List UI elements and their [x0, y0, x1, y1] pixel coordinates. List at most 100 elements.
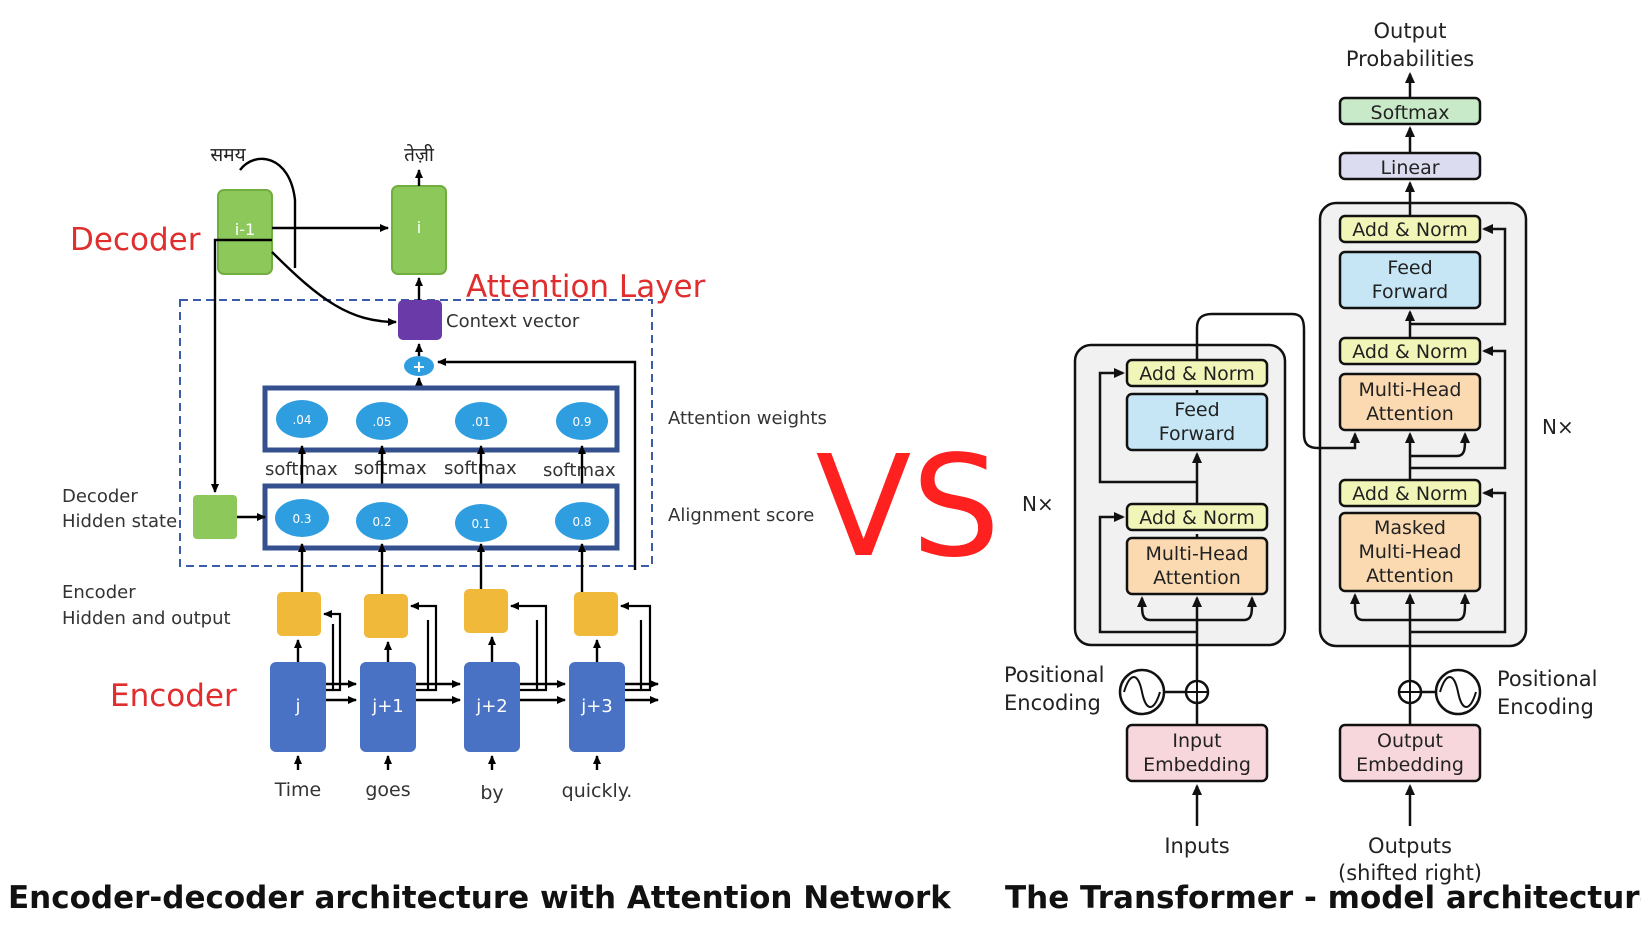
encoder-hidden-label-1: Encoder — [62, 582, 136, 603]
encoder-title: Encoder — [110, 678, 237, 714]
pos-enc-right-wave — [1439, 676, 1477, 708]
inputs-label: Inputs — [1164, 834, 1229, 858]
encoder-cell-2 — [360, 662, 416, 752]
input-embedding-label-1: Input — [1172, 730, 1221, 752]
weight-node-2 — [356, 402, 408, 440]
pos-enc-left-label-2: Encoding — [1004, 691, 1101, 715]
decoder-cell-prev — [217, 189, 273, 275]
output-probabilities-label-2: Probabilities — [1346, 47, 1474, 71]
encoder-output-1 — [277, 592, 321, 636]
encoder-add-norm-2-label: Add & Norm — [1139, 363, 1255, 385]
output-embedding-label-1: Output — [1377, 730, 1443, 752]
right-caption: The Transformer - model architecture. — [1005, 880, 1641, 916]
enc-attn-fork-left — [1137, 596, 1197, 622]
decoder-cross-attention-label-1: Multi-Head — [1359, 379, 1462, 401]
softmax-label-4: softmax — [543, 460, 616, 481]
encoder-hidden-label-2: Hidden and output — [62, 608, 231, 629]
left-caption: Encoder-decoder architecture with Attent… — [8, 880, 951, 916]
decoder-add-norm-3 — [1338, 214, 1482, 244]
weight-value-4: 0.9 — [572, 415, 591, 429]
enc-residual-2 — [1098, 368, 1197, 484]
score-value-3: 0.1 — [471, 517, 490, 531]
encoder-output-4 — [574, 592, 618, 636]
attention-layer-title: Attention Layer — [466, 269, 706, 305]
enc-residual-1 — [1098, 512, 1197, 634]
decoder-add-norm-3-label: Add & Norm — [1352, 219, 1468, 241]
decoder-cell-current-label: i — [417, 218, 421, 237]
output-probabilities-label-1: Output — [1374, 19, 1447, 43]
encoder-output-3 — [464, 589, 508, 633]
loop-enc-2 — [410, 602, 438, 692]
weight-value-3: .01 — [471, 415, 490, 429]
context-vector — [398, 300, 442, 340]
outputs-label-2: (shifted right) — [1338, 861, 1482, 885]
decoder-title: Decoder — [70, 222, 201, 258]
decoder-add-norm-2-label: Add & Norm — [1352, 341, 1468, 363]
score-node-3 — [455, 504, 507, 542]
decoder-cell-prev-label: i-1 — [235, 220, 255, 239]
dec-residual-3 — [1410, 224, 1507, 326]
weight-node-3 — [455, 402, 507, 440]
outputs-label-1: Outputs — [1368, 834, 1452, 858]
pos-enc-right-label-2: Encoding — [1497, 695, 1594, 719]
weight-node-4 — [556, 402, 608, 440]
dec-masked-fork-right — [1410, 593, 1470, 622]
pos-enc-left-wave — [1123, 676, 1161, 708]
encoder-step-1: j — [294, 696, 300, 717]
attention-network-diagram: Decoder Encoder Attention Layer i-1 i सम… — [62, 143, 827, 804]
loop-enc-3 — [510, 602, 548, 692]
decoder-hidden-label-1: Decoder — [62, 486, 138, 507]
decoder-feed-forward — [1338, 250, 1482, 310]
decoder-nx-label: N× — [1542, 415, 1574, 439]
sum-node-symbol: + — [412, 357, 425, 376]
decoder-current-output-word: तेज़ी — [404, 143, 435, 166]
score-node-4 — [555, 502, 609, 540]
input-embedding-label-2: Embedding — [1143, 754, 1251, 776]
encoder-step-2: j+1 — [371, 696, 404, 717]
transformer-diagram: Output Probabilities Softmax Linear Add … — [1004, 19, 1597, 885]
encoder-nx-label: N× — [1022, 492, 1054, 516]
attention-weights-label: Attention weights — [668, 408, 827, 429]
arrow-encoder-to-sum — [437, 358, 637, 570]
dec-residual-1 — [1410, 488, 1507, 634]
encoder-output-2 — [364, 594, 408, 638]
decoder-masked-label-3: Attention — [1366, 565, 1454, 587]
encoder-self-attention-label-1: Multi-Head — [1146, 543, 1249, 565]
decoder-hidden-label-2: Hidden state — [62, 511, 177, 532]
input-word-4: quickly. — [562, 780, 633, 802]
attention-weights-box — [262, 385, 620, 453]
pos-enc-right-label-1: Positional — [1497, 667, 1597, 691]
input-word-3: by — [480, 782, 503, 804]
dec-residual-2 — [1410, 346, 1507, 470]
softmax-layer-label: Softmax — [1371, 102, 1450, 124]
input-word-1: Time — [274, 779, 322, 801]
weight-value-1: .04 — [292, 413, 311, 427]
decoder-masked-label-1: Masked — [1374, 517, 1446, 539]
encoder-cell-4 — [569, 662, 625, 752]
decoder-feed-forward-label-2: Forward — [1372, 281, 1448, 303]
loop-enc-4 — [620, 602, 652, 692]
encoder-step-3: j+2 — [475, 696, 508, 717]
input-word-2: goes — [365, 779, 410, 801]
decoder-cross-attention-label-2: Attention — [1366, 403, 1454, 425]
decoder-feed-forward-label-1: Feed — [1387, 257, 1432, 279]
encoder-self-attention-label-2: Attention — [1153, 567, 1241, 589]
encoder-cell-1 — [270, 662, 326, 752]
linear-layer-label: Linear — [1380, 157, 1439, 179]
vs-label: VS — [816, 426, 1001, 589]
arrow-prev-to-hidden — [211, 238, 272, 493]
encoder-feed-forward-label-1: Feed — [1174, 399, 1219, 421]
decoder-prev-output-word: समय — [210, 144, 246, 166]
decoder-cross-attention — [1338, 372, 1482, 432]
weight-value-2: .05 — [372, 415, 391, 429]
enc-to-dec-link — [1195, 312, 1360, 450]
dec-norm1-fork-right — [1410, 432, 1470, 458]
arrow-prev-to-context — [271, 251, 397, 326]
encoder-stack-block — [1073, 343, 1287, 647]
decoder-hidden-state — [193, 495, 237, 539]
pos-enc-left-label-1: Positional — [1004, 663, 1104, 687]
encoder-feed-forward-label-2: Forward — [1159, 423, 1235, 445]
decoder-masked-label-2: Multi-Head — [1359, 541, 1462, 563]
